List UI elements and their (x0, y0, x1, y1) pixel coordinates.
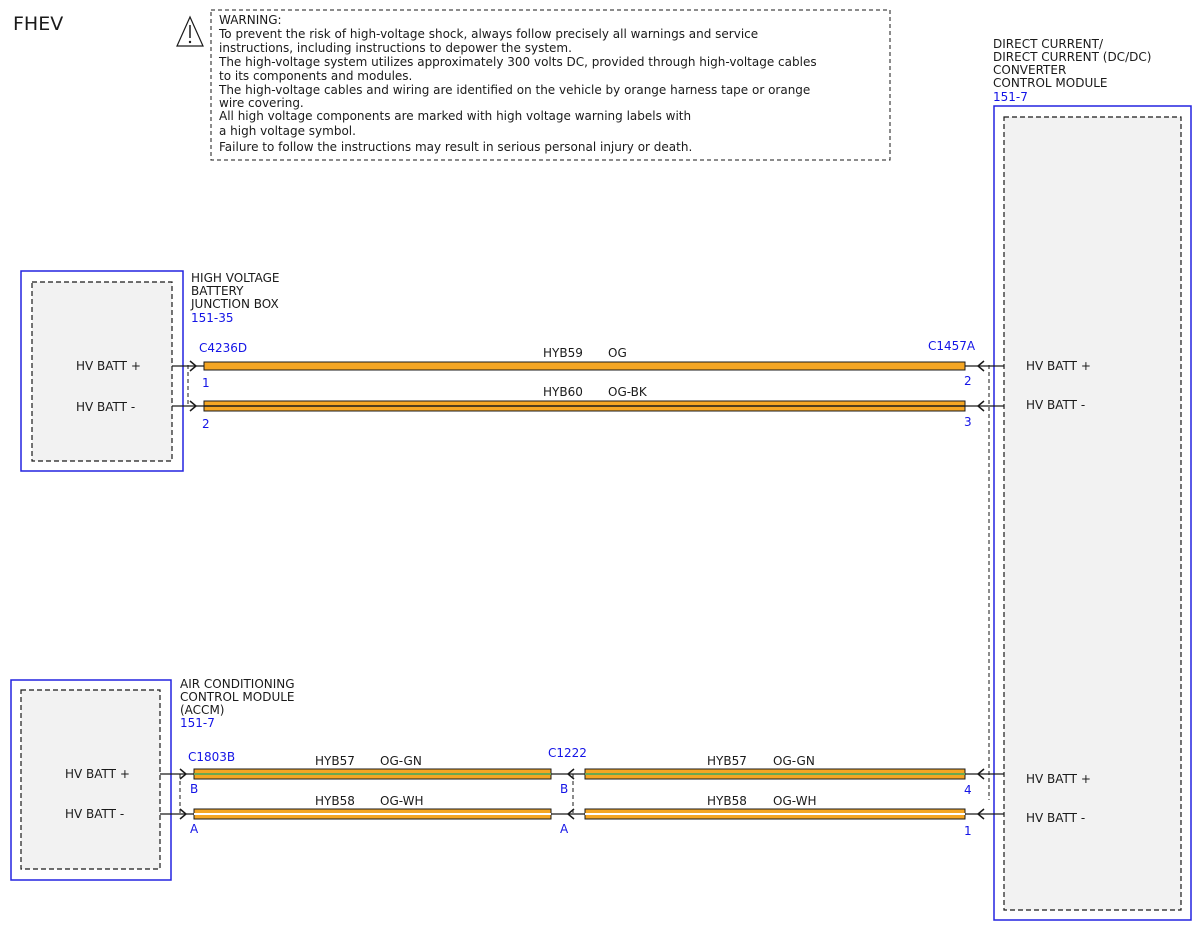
connector-c1222[interactable]: C1222 (548, 746, 587, 760)
connector-pin: A (560, 822, 569, 836)
wire-color-label: OG-BK (608, 385, 648, 399)
connector-pin: 2 (964, 374, 972, 388)
diagram-title: FHEV (13, 13, 63, 35)
module-inner (20, 689, 161, 870)
pin-label: HV BATT + (1026, 359, 1091, 373)
wire-circuit-label: HYB57 (707, 754, 747, 768)
connector-c1457a[interactable]: C1457A (928, 339, 976, 353)
connector-pin: 1 (202, 376, 210, 390)
module-outline (20, 270, 184, 472)
module-ref-link[interactable]: 151-7 (993, 90, 1028, 104)
wire-color-label: OG (608, 346, 627, 360)
module-dcdc-converter[interactable]: DIRECT CURRENT/ DIRECT CURRENT (DC/DC) C… (993, 37, 1192, 921)
wire-circuit-label: HYB58 (315, 794, 355, 808)
warning-line: The high-voltage system utilizes approxi… (218, 55, 817, 69)
wire-hyb59[interactable] (203, 361, 966, 371)
connector-c4236d[interactable]: C4236D (199, 341, 247, 355)
warning-panel: WARNING: To prevent the risk of high-vol… (176, 9, 891, 161)
wire-hyb60[interactable] (203, 400, 966, 412)
module-name-line: BATTERY (191, 284, 244, 298)
connector-pin: 1 (964, 824, 972, 838)
module-name-line: CONVERTER (993, 63, 1066, 77)
pin-label: HV BATT - (76, 400, 135, 414)
module-name-line: JUNCTION BOX (190, 297, 279, 311)
wire-hyb57-accm[interactable] (193, 768, 552, 780)
module-ref-link[interactable]: 151-7 (180, 716, 215, 730)
pin-label: HV BATT - (1026, 811, 1085, 825)
warning-line: To prevent the risk of high-voltage shoc… (218, 27, 758, 41)
pin-stubs (160, 360, 1004, 820)
warning-line: wire covering. (219, 96, 304, 110)
warning-box (210, 9, 891, 161)
connector-c1803b[interactable]: C1803B (188, 750, 235, 764)
module-accm[interactable]: AIR CONDITIONING CONTROL MODULE (ACCM) 1… (10, 677, 295, 881)
wire-color-label: OG-WH (380, 794, 423, 808)
warning-line: The high-voltage cables and wiring are i… (218, 83, 810, 97)
module-name-line: HIGH VOLTAGE (191, 271, 279, 285)
wire-circuit-label: HYB57 (315, 754, 355, 768)
wire-hyb58-dcdc[interactable] (584, 808, 966, 820)
pin-label: HV BATT + (1026, 772, 1091, 786)
module-ref-link[interactable]: 151-35 (191, 311, 234, 325)
module-inner (1003, 116, 1182, 911)
warning-line: WARNING: (219, 13, 282, 27)
pin-label: HV BATT - (65, 807, 124, 821)
connector-pin: B (560, 782, 568, 796)
connector-pin: 2 (202, 417, 210, 431)
wire-circuit-label: HYB59 (543, 346, 583, 360)
wire-color-label: OG-GN (773, 754, 815, 768)
warning-line: to its components and modules. (219, 69, 412, 83)
wire-hyb58-accm[interactable] (193, 808, 552, 820)
wire-color-label: OG-GN (380, 754, 422, 768)
module-outline (10, 679, 172, 881)
module-outline (993, 105, 1192, 921)
warning-line: instructions, including instructions to … (219, 41, 572, 55)
module-name-line: CONTROL MODULE (180, 690, 295, 704)
wire-color-label: OG-WH (773, 794, 816, 808)
module-hv-battery-junction-box[interactable]: HIGH VOLTAGE BATTERY JUNCTION BOX 151-35… (20, 270, 279, 472)
warning-line: All high voltage components are marked w… (219, 109, 691, 123)
pin-label: HV BATT + (65, 767, 130, 781)
pin-label: HV BATT - (1026, 398, 1085, 412)
connector-pin: 3 (964, 415, 972, 429)
connector-pin: 4 (964, 783, 972, 797)
module-name-line: DIRECT CURRENT (DC/DC) (993, 50, 1151, 64)
module-name-line: (ACCM) (180, 703, 224, 717)
wire-circuit-label: HYB58 (707, 794, 747, 808)
warning-line: a high voltage symbol. (219, 124, 356, 138)
module-name-line: CONTROL MODULE (993, 76, 1108, 90)
warning-triangle-icon (176, 15, 204, 47)
wire-circuit-label: HYB60 (543, 385, 583, 399)
wire-hyb57-dcdc[interactable] (584, 768, 966, 780)
connector-pin: A (190, 822, 199, 836)
connector-pin: B (190, 782, 198, 796)
warning-line: Failure to follow the instructions may r… (219, 140, 692, 154)
pin-label: HV BATT + (76, 359, 141, 373)
module-name-line: AIR CONDITIONING (180, 677, 295, 691)
module-name-line: DIRECT CURRENT/ (993, 37, 1104, 51)
module-inner (31, 281, 173, 462)
